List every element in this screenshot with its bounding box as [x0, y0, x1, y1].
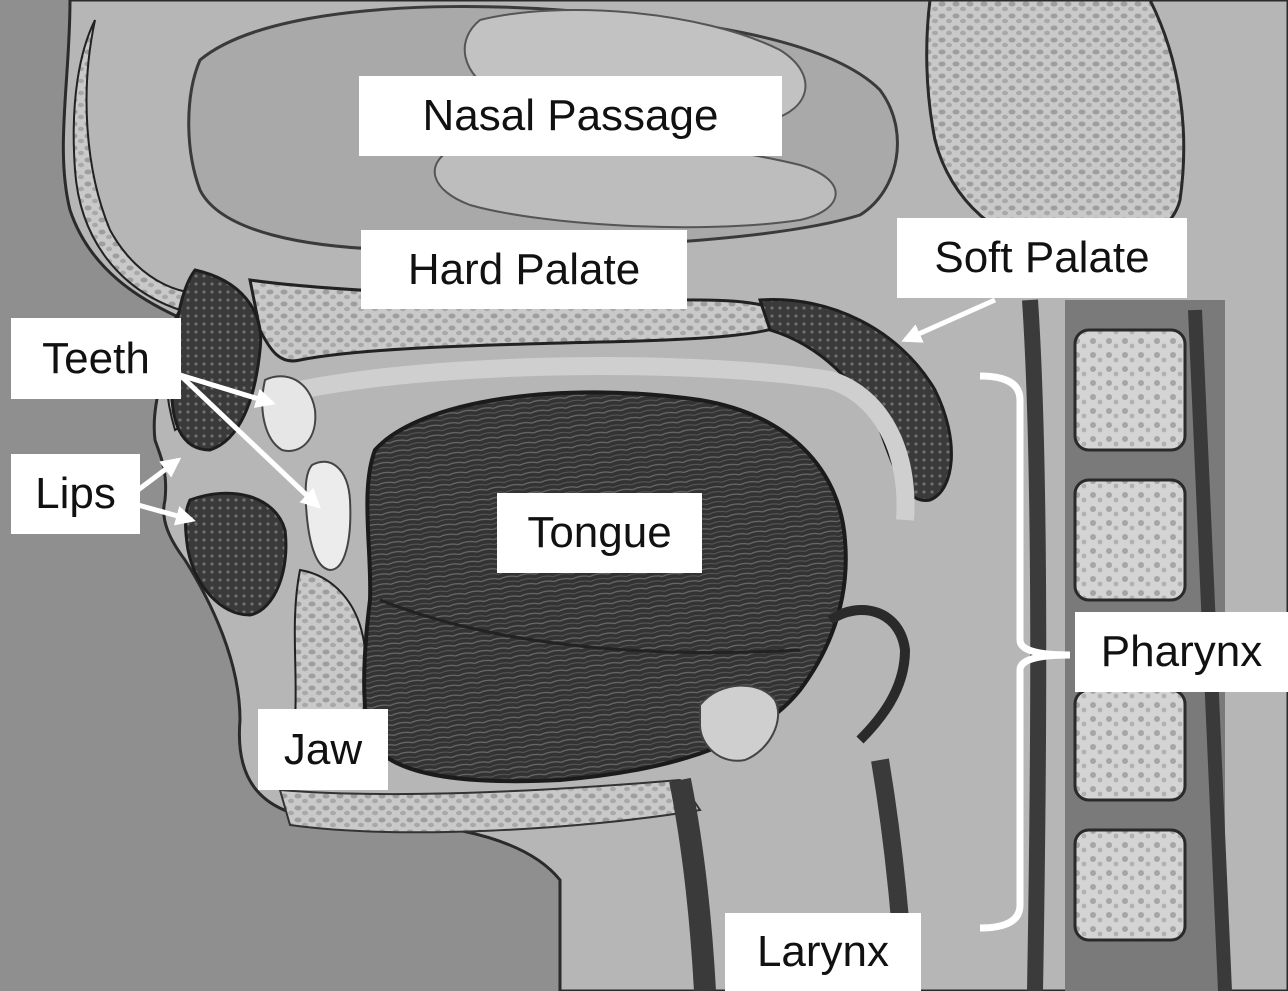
label-soft-palate: Soft Palate — [897, 218, 1187, 298]
label-lips: Lips — [11, 454, 140, 534]
label-larynx: Larynx — [725, 913, 921, 991]
label-pharynx: Pharynx — [1075, 612, 1288, 692]
label-tongue: Tongue — [497, 493, 702, 573]
label-teeth: Teeth — [11, 318, 181, 399]
label-nasal-passage: Nasal Passage — [359, 76, 782, 156]
pharynx-wall — [1030, 300, 1038, 991]
label-hard-palate: Hard Palate — [361, 230, 687, 309]
label-jaw: Jaw — [258, 709, 388, 790]
